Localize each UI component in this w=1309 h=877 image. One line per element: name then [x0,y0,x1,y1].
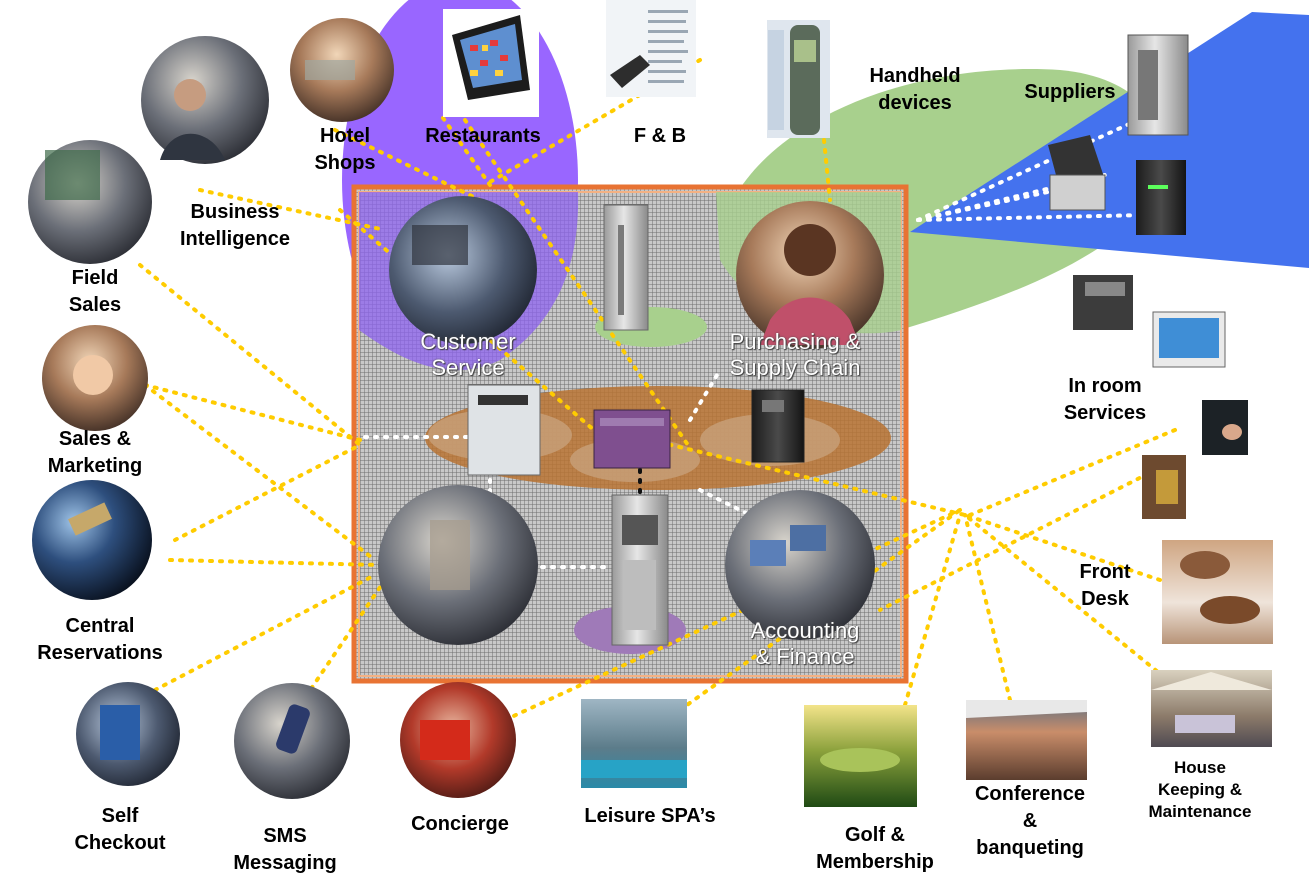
conference-line2: & [1022,810,1038,832]
in-room-services-line1: In room [1068,375,1142,397]
field-sales-label: Field Sales [45,265,145,319]
sales-marketing-label: Sales & Marketing [30,426,160,480]
central-reservations-label: Central Reservations [15,613,185,667]
sms-messaging-line2: Messaging [233,852,337,874]
in-room-images [1073,275,1248,519]
central-reservations-photo [32,480,152,600]
suppliers-line1: Suppliers [1024,81,1116,103]
sales-marketing-line1: Sales & [58,428,132,450]
front-desk-line2: Desk [1081,588,1129,610]
leisure-spa-line1: Leisure SPA’s [584,805,716,827]
golf-membership-line1: Golf & [845,824,905,846]
customer-service-photo [389,196,537,344]
blue-zone [910,12,1309,268]
purchasing-line1: Purchasing & [729,329,861,354]
suppliers-label: Suppliers [1005,79,1135,106]
purchasing-label: Purchasing & Supply Chain [710,329,880,381]
field-sales-line1: Field [71,267,119,289]
hotel-shops-label: Hotel Shops [300,123,390,177]
in-room-services-line2: Services [1063,402,1147,424]
in-room-services-label: In room Services [1040,373,1170,427]
central-servers [467,204,805,646]
supplier-equipment [1048,34,1189,235]
concierge-label: Concierge [390,811,530,838]
front-desk-label: Front Desk [1060,559,1150,613]
self-checkout-label: Self Checkout [55,803,185,857]
customer-service-line1: Customer [420,329,516,354]
sales-marketing-line2: Marketing [47,455,143,477]
business-intelligence-line1: Business [190,201,280,223]
conference-label: Conference & banqueting [955,781,1105,862]
golf-membership-line2: Membership [816,851,934,873]
house-keeping-line3: Maintenance [1148,802,1252,821]
purchasing-line2: Supply Chain [729,355,861,380]
customer-service-label: Customer Service [408,329,528,381]
house-keeping-line2: Keeping & [1157,780,1243,799]
accounting-photo [725,490,875,640]
central-reservations-line1: Central [65,615,135,637]
business-intelligence-label: Business Intelligence [160,199,310,253]
self-checkout-line1: Self [101,805,139,827]
central-reservations-line2: Reservations [37,642,163,664]
sms-messaging-line1: SMS [263,825,307,847]
handheld-line1: Handheld [869,65,961,87]
fnb-label: F & B [615,123,705,150]
accounting-label: Accounting & Finance [735,618,875,670]
house-keeping-line1: House [1174,758,1226,777]
field-sales-line2: Sales [68,294,122,316]
customer-service-line2: Service [431,355,505,380]
business-intelligence-line2: Intelligence [179,228,291,250]
house-keeping-label: House Keeping & Maintenance [1125,757,1275,823]
handheld-label: Handheld devices [855,63,975,117]
golf-membership-label: Golf & Membership [800,822,950,876]
conference-line3: banqueting [976,837,1084,859]
accounting-line2: & Finance [755,644,855,669]
handheld-line2: devices [878,92,952,114]
sms-messaging-label: SMS Messaging [220,823,350,877]
concierge-line1: Concierge [411,813,509,835]
hotel-shops-line1: Hotel [320,125,370,147]
conference-line1: Conference [974,783,1086,805]
restaurants-line1: Restaurants [425,125,541,147]
front-desk-line1: Front [1079,561,1131,583]
restaurants-label: Restaurants [408,123,558,150]
fnb-line1: F & B [633,125,687,147]
self-checkout-line2: Checkout [74,832,166,854]
hotel-shops-line2: Shops [314,152,376,174]
accounting-line1: Accounting [750,618,860,643]
leisure-spa-label: Leisure SPA’s [570,803,730,830]
